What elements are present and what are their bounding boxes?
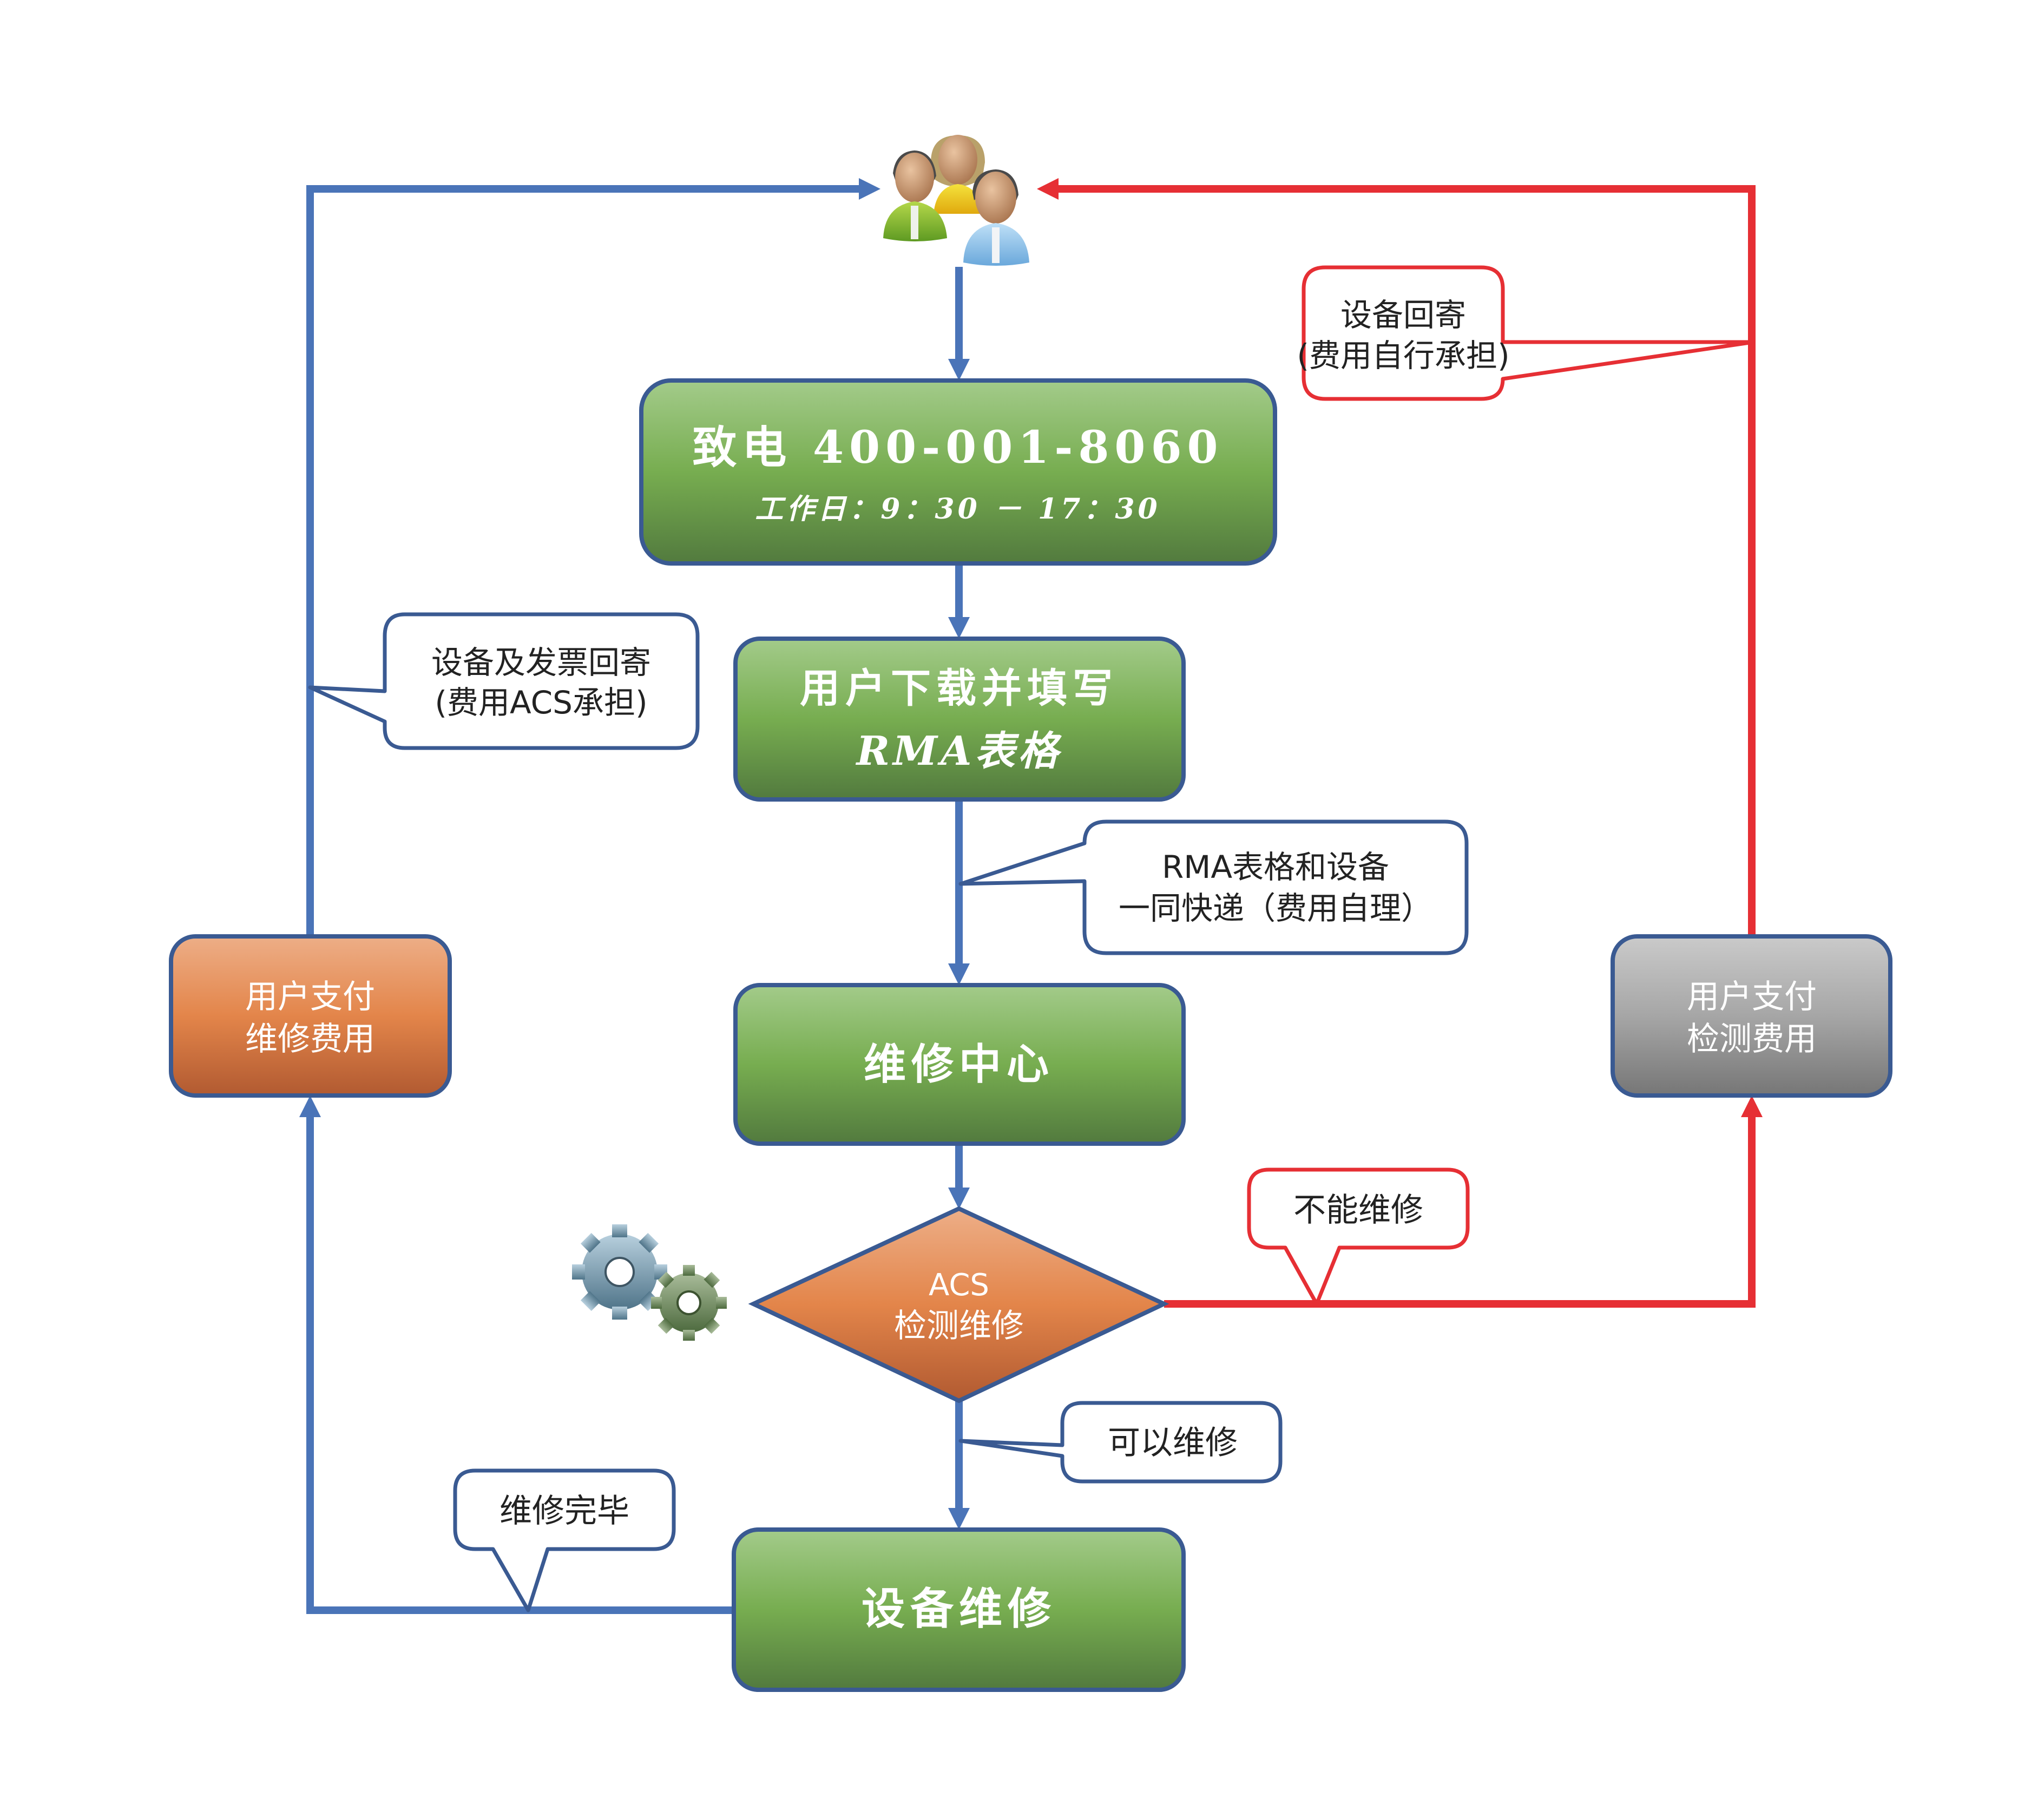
callout-ship-together-line2: 一同快递（费用自理） bbox=[1119, 890, 1432, 927]
inspect-line2: 检测维修 bbox=[894, 1307, 1024, 1345]
node-call: 致电 400-001-8060 工作日：9：30 － 17：30 bbox=[639, 378, 1277, 566]
callout-can-repair: 可以维修 bbox=[958, 1401, 1283, 1484]
callout-return-self-paid-line1: 设备回寄 bbox=[1340, 297, 1466, 333]
callout-return-self-paid-line2: (费用自行承担) bbox=[1297, 337, 1509, 374]
pay-repair-line2: 维修费用 bbox=[245, 1020, 375, 1058]
device-repair-text: 设备维修 bbox=[862, 1583, 1056, 1634]
callout-repair-done: 维修完毕 bbox=[453, 1468, 676, 1612]
callout-return-acs-paid: 设备及发票回寄 (费用ACS承担) bbox=[308, 612, 700, 750]
pay-inspection-line1: 用户支付 bbox=[1687, 978, 1817, 1016]
pay-repair-line1: 用户支付 bbox=[245, 978, 375, 1016]
node-device-repair: 设备维修 bbox=[732, 1527, 1186, 1692]
connector-device-repair-to-pay-repair bbox=[299, 1096, 734, 1614]
callout-cannot-repair: 不能维修 bbox=[1247, 1167, 1470, 1306]
repair-center-text: 维修中心 bbox=[864, 1040, 1054, 1089]
callout-return-self-paid: 设备回寄 (费用自行承担) bbox=[1297, 265, 1756, 401]
callout-ship-together-line1: RMA表格和设备 bbox=[1162, 849, 1389, 885]
inspect-line1: ACS bbox=[929, 1268, 989, 1303]
gears-icon bbox=[572, 1224, 727, 1341]
node-pay-inspection: 用户支付 检测费用 bbox=[1611, 934, 1892, 1098]
connector-pay-inspection-to-users bbox=[1037, 178, 1756, 936]
node-inspect-decision: ACS 检测维修 bbox=[748, 1206, 1169, 1403]
connector-repair-center-to-inspect bbox=[948, 1144, 970, 1209]
call-hours-text: 工作日：9：30 － 17：30 bbox=[755, 493, 1160, 526]
callout-return-acs-paid-line1: 设备及发票回寄 bbox=[431, 644, 651, 681]
connector-call-to-form bbox=[948, 564, 970, 639]
node-repair-center: 维修中心 bbox=[733, 983, 1186, 1146]
pay-inspection-line2: 检测费用 bbox=[1687, 1020, 1817, 1058]
call-phone-text: 致电 400-001-8060 bbox=[692, 422, 1223, 474]
connector-inspect-to-pay-inspection bbox=[1164, 1096, 1763, 1308]
callout-cannot-repair-text: 不能维修 bbox=[1293, 1191, 1423, 1229]
callout-ship-together: RMA表格和设备 一同快递（费用自理） bbox=[958, 819, 1469, 955]
connector-users-to-call bbox=[948, 267, 970, 381]
callout-repair-done-text: 维修完毕 bbox=[500, 1492, 629, 1530]
download-form-line1: 用户下载并填写 bbox=[800, 665, 1118, 712]
download-form-line2: RMA表格 bbox=[856, 728, 1062, 775]
node-download-form: 用户下载并填写 RMA表格 bbox=[733, 637, 1186, 802]
node-pay-repair: 用户支付 维修费用 bbox=[169, 934, 452, 1098]
connector-inspect-to-device-repair bbox=[948, 1401, 970, 1530]
connector-form-to-repair-center bbox=[948, 799, 970, 985]
users-group-icon bbox=[883, 135, 1029, 266]
callout-return-acs-paid-line2: (费用ACS承担) bbox=[435, 684, 647, 721]
callout-can-repair-text: 可以维修 bbox=[1108, 1424, 1238, 1462]
